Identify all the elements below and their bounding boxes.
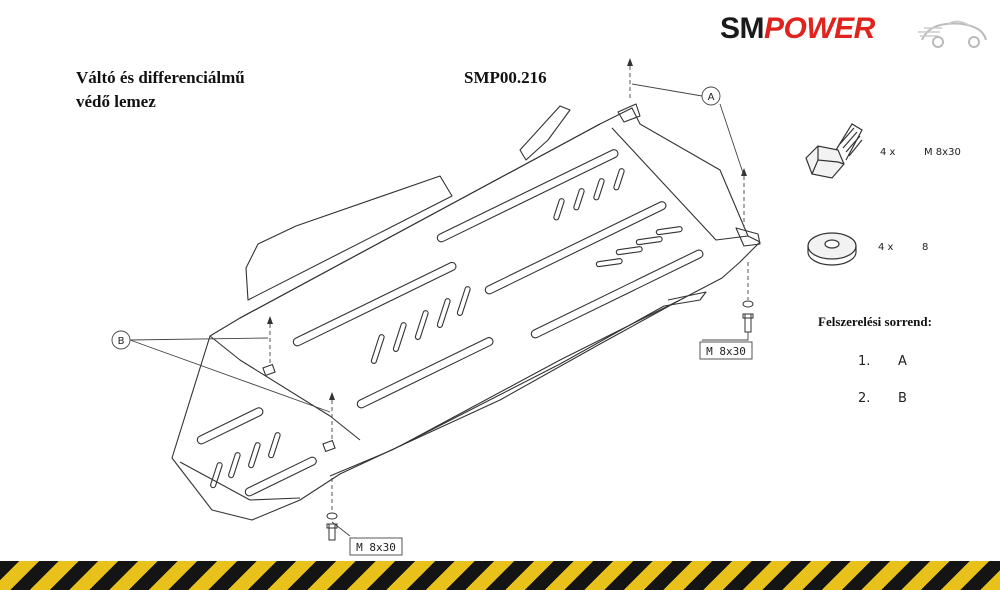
lower-skirt bbox=[329, 291, 707, 477]
mounting-tab bbox=[617, 103, 641, 123]
mounting-order-step-1: 1. A bbox=[858, 354, 907, 369]
slot bbox=[196, 407, 264, 445]
diagram-title: Váltó és differenciálmű védő lemez bbox=[76, 66, 376, 114]
bolt-label-bottom: M 8x30 bbox=[356, 541, 396, 554]
mounting-hole bbox=[322, 439, 336, 453]
leader-lines bbox=[269, 66, 749, 512]
slot bbox=[292, 261, 457, 347]
step-number: 1. bbox=[858, 354, 871, 369]
step-number: 2. bbox=[858, 391, 871, 406]
logo-wordmark: SMPOWER bbox=[720, 12, 875, 46]
slot bbox=[244, 456, 317, 497]
mounting-order-title: Felszerelési sorrend: bbox=[818, 314, 932, 329]
rear-flange bbox=[245, 175, 453, 301]
short-slots bbox=[210, 168, 683, 489]
slot bbox=[530, 249, 704, 339]
top-flange bbox=[519, 105, 571, 161]
slot bbox=[436, 149, 619, 243]
mounting-order-step-2: 2. B bbox=[858, 391, 907, 406]
hex-bolt-icon bbox=[805, 123, 863, 179]
slot bbox=[484, 201, 667, 295]
long-slots bbox=[196, 149, 704, 497]
hazard-stripe-band bbox=[0, 561, 1000, 590]
main-plate bbox=[171, 107, 761, 521]
fold-line bbox=[209, 335, 361, 441]
slot bbox=[356, 337, 494, 409]
fold-line bbox=[239, 123, 601, 319]
bolt-spec: M 8x30 bbox=[924, 147, 961, 158]
bolt-qty: 4 x bbox=[880, 147, 896, 158]
bottom-bolt: M 8x30 bbox=[326, 512, 403, 556]
logo-text-power: POWER bbox=[764, 12, 875, 45]
part-number: SMP00.216 bbox=[464, 68, 547, 87]
callout-b: B bbox=[111, 330, 331, 413]
washer-qty: 4 x bbox=[878, 242, 894, 253]
right-bolt: M 8x30 bbox=[699, 300, 754, 360]
washer-spec: 8 bbox=[922, 242, 928, 253]
step-value: B bbox=[898, 391, 907, 406]
callout-a: A bbox=[631, 83, 745, 177]
logo-text-sm: SM bbox=[720, 12, 765, 45]
title-line-2: védő lemez bbox=[76, 92, 156, 111]
arrowheads bbox=[267, 58, 747, 400]
step-value: A bbox=[898, 354, 907, 369]
mounting-tab bbox=[735, 227, 761, 247]
bolt-label-right: M 8x30 bbox=[706, 345, 746, 358]
title-line-1: Váltó és differenciálmű bbox=[76, 68, 245, 87]
fold-line bbox=[611, 127, 749, 241]
washer-icon bbox=[807, 232, 857, 266]
callout-b-label: B bbox=[118, 336, 125, 347]
fold-line bbox=[179, 461, 301, 501]
mounting-hole bbox=[262, 363, 276, 377]
smpower-logo: SMPOWER bbox=[720, 8, 990, 52]
callout-a-label: A bbox=[708, 92, 715, 103]
car-silhouette-icon bbox=[918, 20, 987, 48]
